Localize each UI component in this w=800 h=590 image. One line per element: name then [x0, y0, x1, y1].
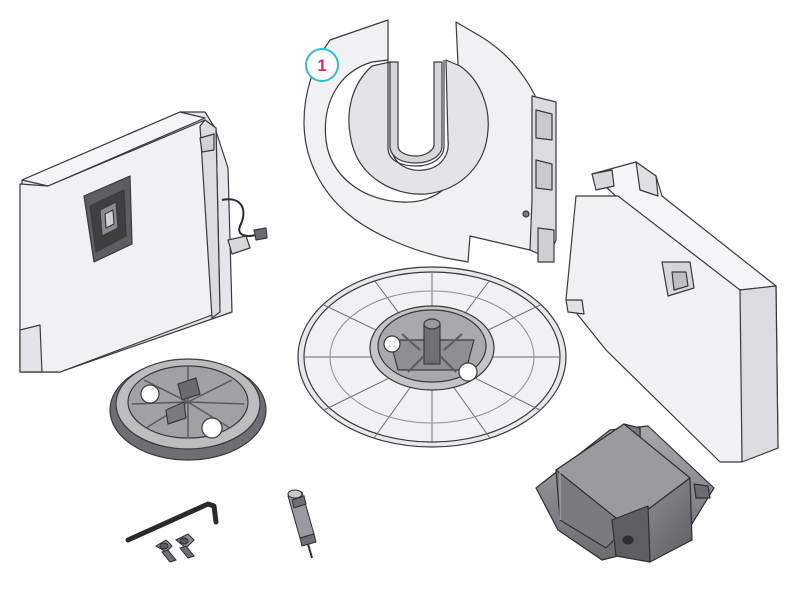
hex-key-tool: [125, 501, 219, 543]
shaft-coupler: [287, 489, 317, 559]
center-guard-part: [303, 19, 557, 263]
motor-gearbox-block: [535, 423, 715, 563]
right-side-cover: [565, 161, 779, 463]
small-hub-bowl: [109, 358, 267, 461]
callout-ring: [305, 48, 339, 82]
thumb-screws: [155, 533, 195, 563]
spool-disc: [297, 266, 567, 448]
callout-marker: 1: [305, 48, 339, 82]
left-side-cover: [19, 111, 268, 373]
callout-number: 1: [317, 56, 326, 75]
